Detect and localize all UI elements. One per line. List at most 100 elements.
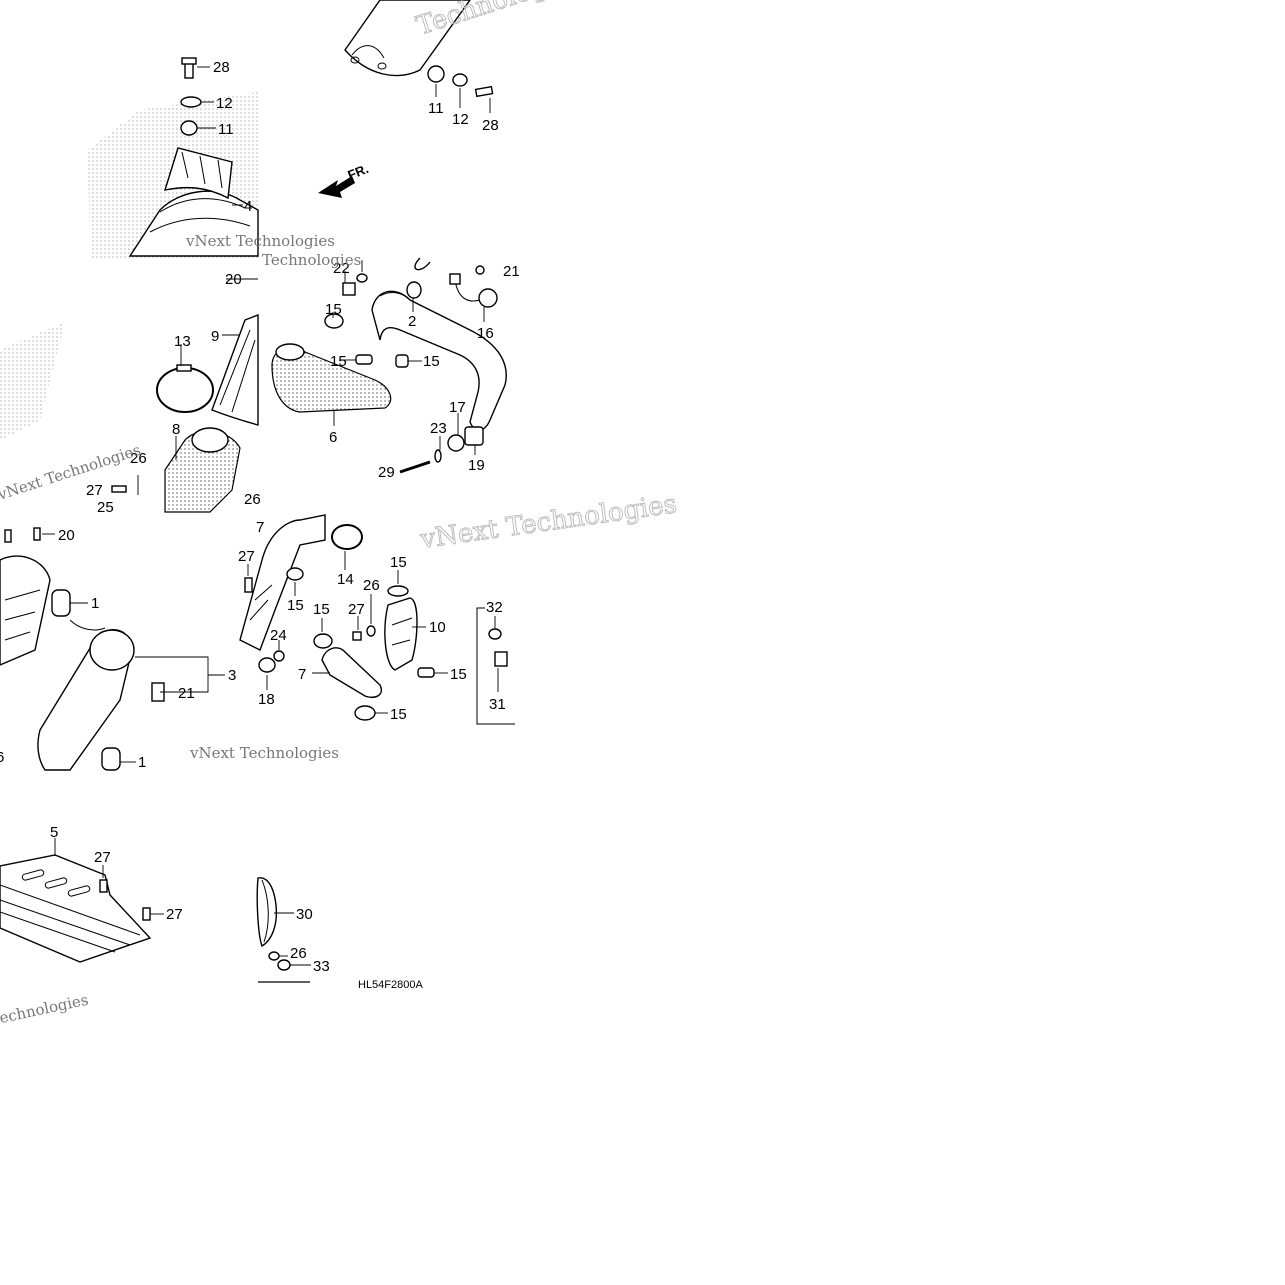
bolt-icon	[474, 85, 494, 98]
washer-icon	[434, 449, 442, 463]
callout-17: 17	[449, 399, 466, 416]
callout-9: 9	[211, 328, 219, 345]
callout-3: 3	[228, 667, 236, 684]
callout-25: 25	[97, 499, 114, 516]
watermark-text: vNext Technologies	[185, 232, 335, 250]
callout-11: 11	[218, 121, 234, 138]
tile-front-arrow: 11 12 28 FR. Technologies	[318, 0, 586, 198]
grommet-icon	[427, 65, 445, 83]
callout-6: 6	[329, 429, 337, 446]
callout-14: 14	[337, 571, 354, 588]
callout-4: 4	[244, 198, 252, 215]
clamp-icon	[313, 633, 333, 649]
callout-27: 27	[86, 482, 103, 499]
callout-15: 15	[450, 666, 467, 683]
washer-icon	[268, 951, 280, 961]
callout-19: 19	[468, 457, 485, 474]
callout-8: 8	[172, 421, 180, 438]
nut-icon	[475, 265, 485, 275]
callout-10: 10	[429, 619, 446, 636]
callout-1: 1	[91, 595, 99, 612]
callout-15: 15	[313, 601, 330, 618]
tile-clamp-guards: 20 13 9 8 26 27 25 26 vNext Technologies	[0, 271, 261, 516]
clamp-icon	[387, 585, 409, 597]
front-direction-label: FR.	[346, 161, 371, 183]
callout-26: 26	[244, 491, 261, 508]
oxygen-sensor-icon	[449, 273, 461, 285]
callout-12: 12	[452, 111, 469, 128]
callout-2: 2	[408, 313, 416, 330]
tile-skid-plate: 5 27 27 Technologies	[0, 824, 183, 1029]
washer-icon	[180, 96, 202, 108]
washer-icon	[356, 273, 368, 283]
bolt-icon	[33, 527, 41, 541]
bolt-icon	[244, 577, 253, 593]
tile-muffler: 20 1 3 21 1 6 vNext Technologies	[0, 527, 339, 771]
callout-28: 28	[213, 59, 230, 76]
nut-icon	[342, 282, 356, 296]
callout-15: 15	[390, 706, 407, 723]
callout-7: 7	[298, 666, 306, 683]
callout-21: 21	[178, 685, 195, 702]
catalytic-guard-10	[384, 597, 418, 671]
tile-exhaust-pipe: 22 21 2 16 15 15 15 6 17 23 19 29 Techno…	[262, 251, 520, 481]
callout-33: 33	[313, 958, 330, 975]
callout-12: 12	[216, 95, 233, 112]
rubber-mount-icon	[51, 589, 71, 617]
band-clamp	[156, 367, 214, 413]
heat-guard-7	[321, 647, 382, 699]
tile-pipe-guards: 7 27 15 24 18 14 26 15 15 27 10 7 15 15 …	[238, 489, 679, 725]
rubber-mount-icon	[101, 747, 121, 771]
callout-15: 15	[287, 597, 304, 614]
watermark-text: vNext Technologies	[189, 744, 339, 762]
heat-shield	[344, 0, 471, 77]
clamp-icon	[331, 524, 363, 550]
gasket-icon	[406, 281, 422, 299]
callout-26: 26	[290, 945, 307, 962]
callout-11: 11	[428, 100, 444, 117]
washer-icon	[447, 434, 465, 452]
callout-7: 7	[256, 519, 264, 536]
watermark-text: Technologies	[413, 0, 586, 42]
exhaust-pipe-7	[239, 514, 326, 651]
bolt-icon	[399, 460, 431, 474]
clamp-icon	[354, 705, 376, 721]
callout-15: 15	[330, 353, 347, 370]
clamp-icon	[355, 354, 373, 365]
tile-guard-30: 30 26 33 HL54F2800A	[256, 877, 423, 991]
nut-icon	[352, 631, 362, 641]
watermark-text: Technologies	[0, 991, 90, 1029]
callout-27: 27	[238, 548, 255, 565]
diagram-code: HL54F2800A	[358, 979, 423, 991]
callout-26: 26	[130, 450, 147, 467]
callout-18: 18	[258, 691, 275, 708]
callout-20: 20	[58, 527, 75, 544]
tile-muffler-mount: 28 12 11 4 vNext Technologies	[88, 57, 335, 258]
callout-27: 27	[348, 601, 365, 618]
callout-13: 13	[174, 333, 191, 350]
nut-icon	[273, 650, 285, 662]
washer-icon	[452, 73, 468, 87]
clamp-icon	[417, 667, 435, 678]
front-direction-arrow-icon	[318, 176, 355, 198]
watermark-text: Technologies	[262, 251, 361, 269]
muffler-cover	[128, 190, 259, 257]
muffler-shield	[0, 555, 51, 666]
callout-5: 5	[50, 824, 58, 841]
callout-31: 31	[489, 696, 506, 713]
gasket-icon	[488, 628, 502, 640]
washer-icon	[366, 625, 376, 637]
callout-28: 28	[482, 117, 499, 134]
bolt-icon	[4, 529, 12, 543]
bolt-icon	[99, 879, 108, 893]
callout-27: 27	[166, 906, 183, 923]
callout-15: 15	[423, 353, 440, 370]
watermark-text: vNext Technologies	[418, 489, 679, 555]
grommet-icon	[180, 120, 198, 136]
nut-icon	[277, 959, 291, 971]
callout-6: 6	[0, 749, 4, 766]
clamp-icon	[324, 313, 344, 329]
mounting-bracket	[163, 147, 233, 200]
washer-icon	[258, 657, 276, 673]
